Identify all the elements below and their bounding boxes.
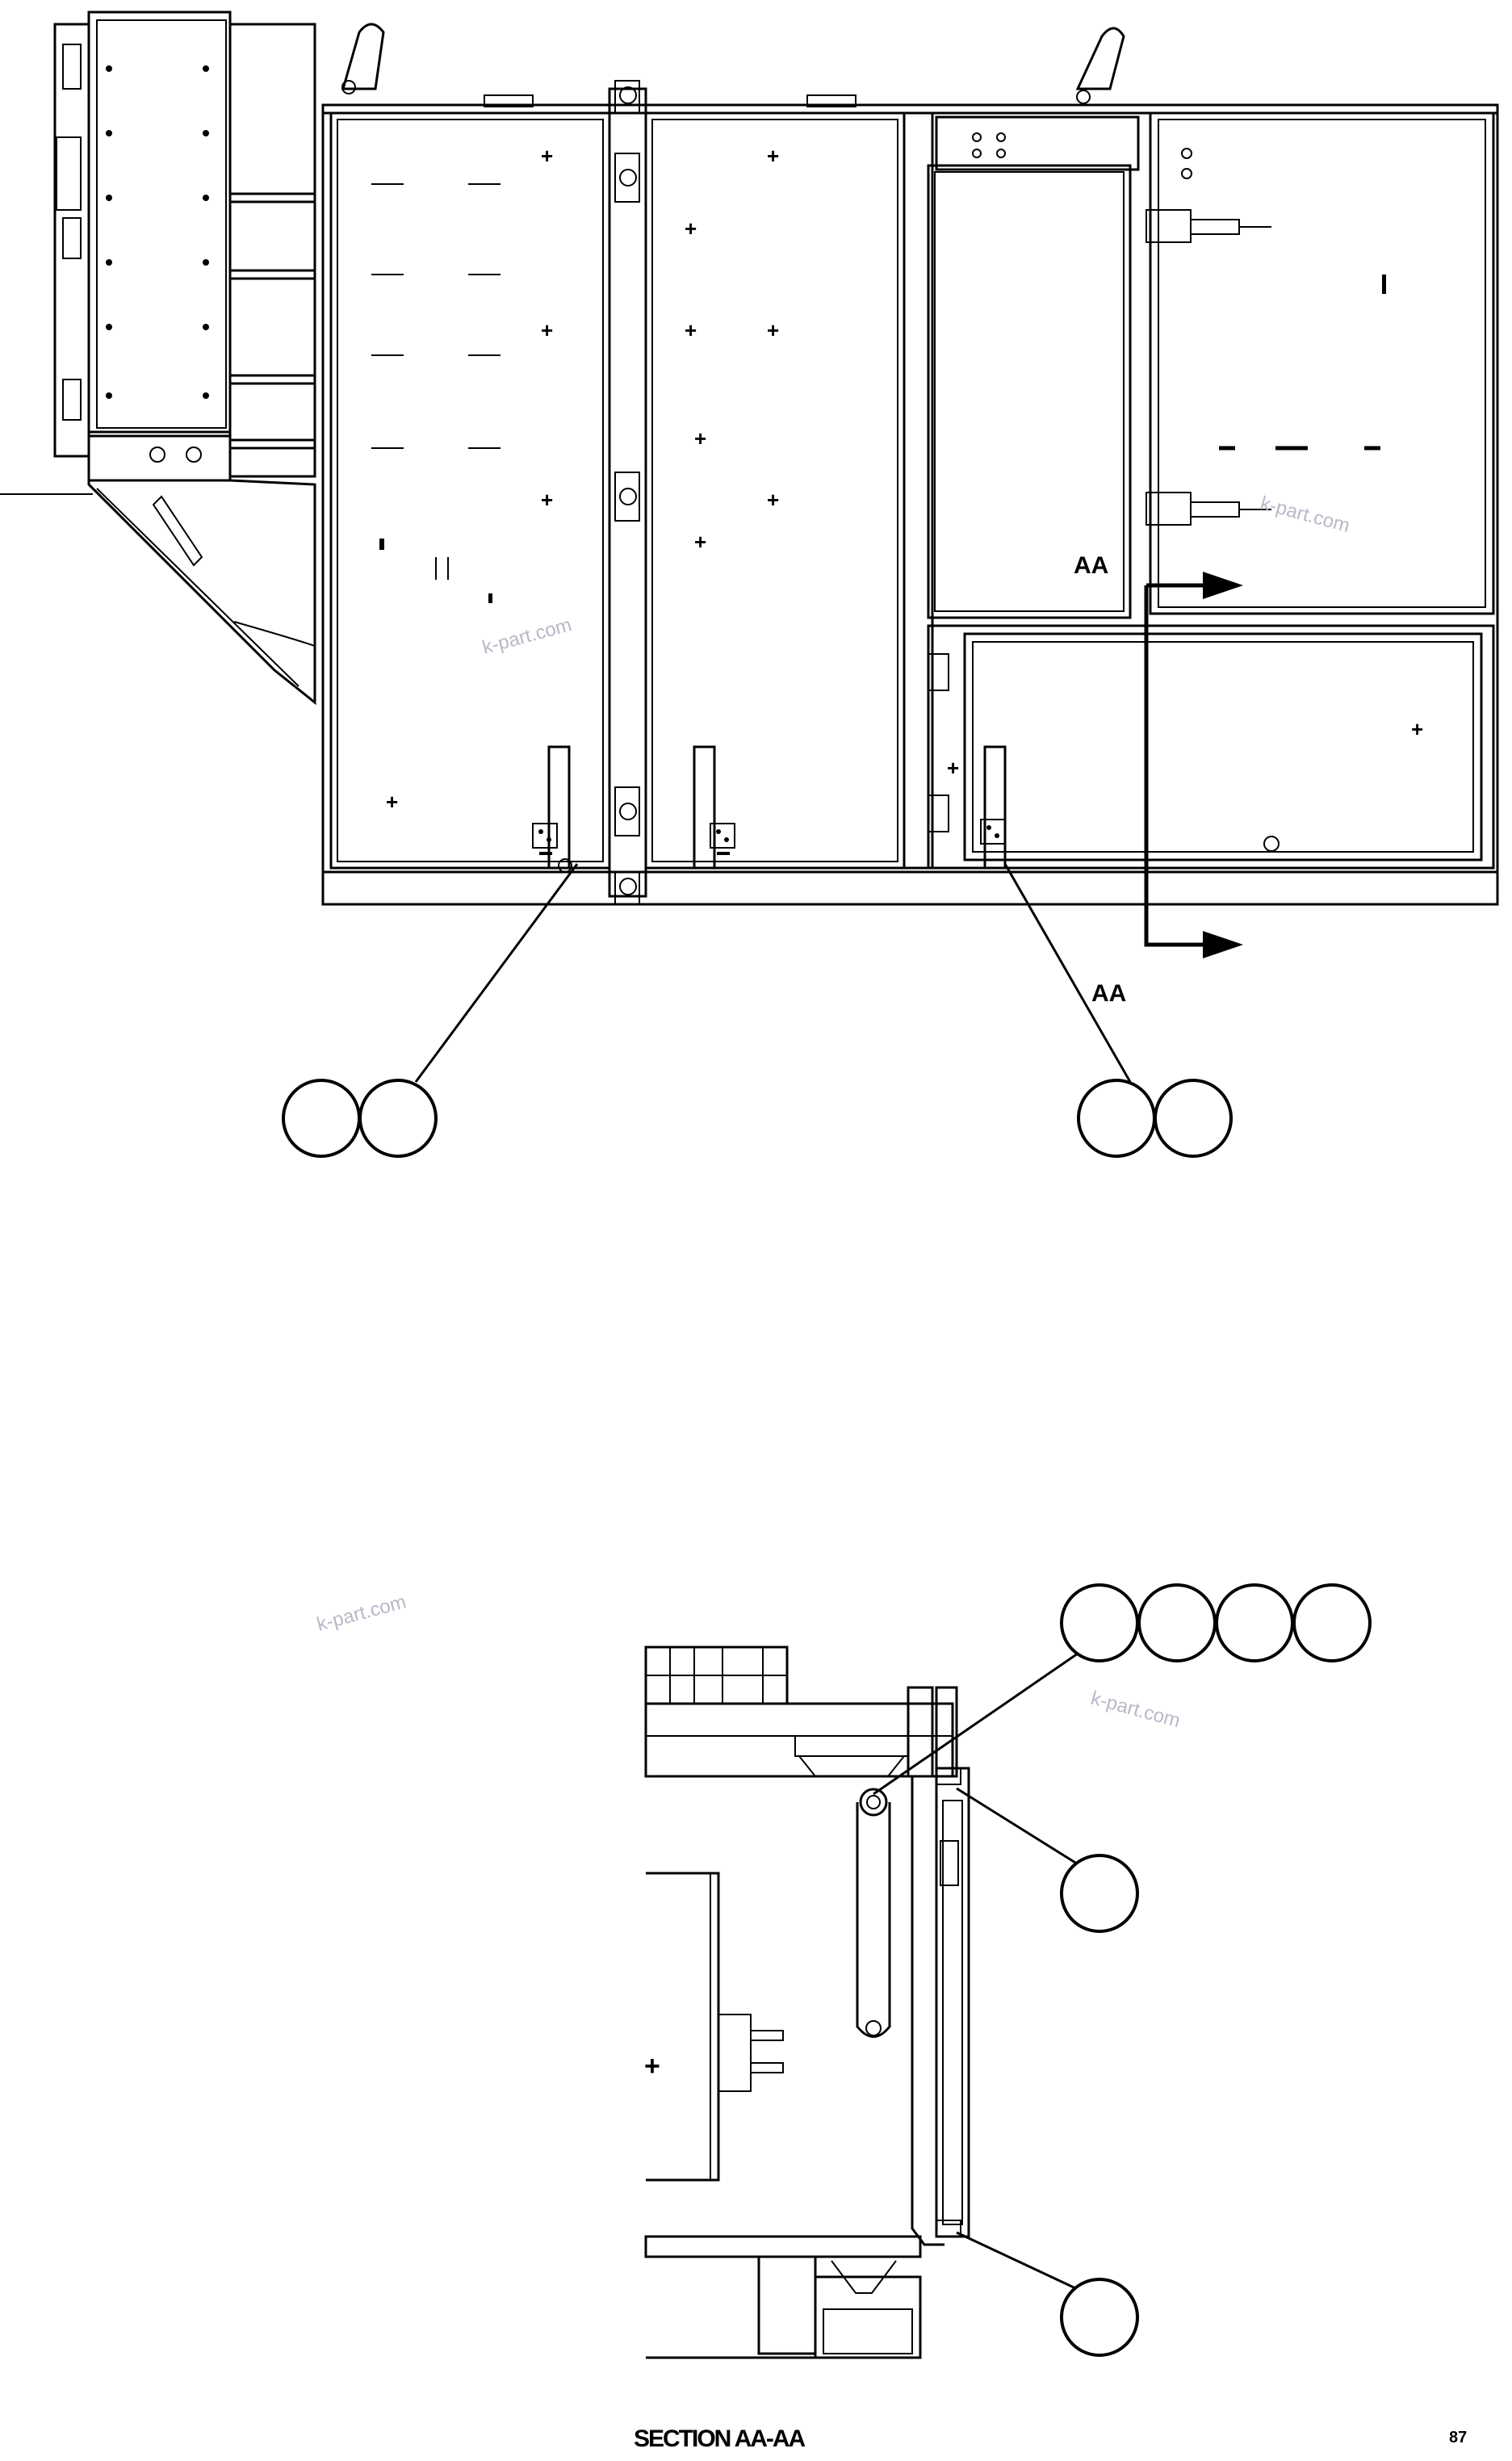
- svg-text:+: +: [767, 144, 779, 168]
- section-marker-bottom: AA: [1091, 980, 1126, 1007]
- callout-balloon: [1215, 1583, 1294, 1662]
- section-title: SECTION AA-AA: [634, 2425, 806, 2452]
- top-view: + + + +: [0, 10, 1499, 1158]
- right-compartments: AA + +: [903, 111, 1495, 870]
- callout-balloon: [1060, 1583, 1139, 1662]
- svg-text:+: +: [541, 144, 553, 168]
- svg-text:+: +: [947, 756, 959, 780]
- section-cut-line: AA: [1091, 572, 1243, 1007]
- callout-balloon: [1077, 1079, 1156, 1158]
- svg-text:+: +: [767, 318, 779, 342]
- door-middle: + + + + + + +: [644, 111, 906, 870]
- callout-balloon: [282, 1079, 361, 1158]
- svg-text:+: +: [685, 216, 697, 241]
- svg-text:+: +: [541, 488, 553, 512]
- callouts-top: [282, 863, 1233, 1158]
- svg-text:+: +: [1411, 717, 1423, 741]
- watermark-1: k-part.com: [480, 614, 574, 658]
- callout-balloon: [358, 1079, 438, 1158]
- callout-balloon: [1060, 1854, 1139, 1933]
- svg-text:+: +: [386, 790, 398, 814]
- callout-balloon: [1060, 2278, 1139, 2357]
- sheet-number: 87: [1449, 2429, 1467, 2446]
- section-view: k-part.com k-part.com +: [315, 1583, 1467, 2452]
- svg-text:+: +: [685, 318, 697, 342]
- left-side-panel: [0, 10, 316, 706]
- lifting-eyes: [341, 23, 1125, 104]
- watermark-3: k-part.com: [315, 1591, 408, 1635]
- svg-text:+: +: [694, 530, 706, 554]
- center-pillar: [608, 80, 647, 905]
- main-frame: [321, 94, 1499, 906]
- watermark-4: k-part.com: [1088, 1687, 1182, 1732]
- svg-text:+: +: [767, 488, 779, 512]
- svg-text:+: +: [541, 318, 553, 342]
- svg-text:+: +: [694, 426, 706, 451]
- svg-text:+: +: [644, 2051, 660, 2082]
- callout-balloon: [1292, 1583, 1372, 1662]
- callout-balloon: [1154, 1079, 1233, 1158]
- svg-text:AA: AA: [1074, 552, 1108, 579]
- watermark-2: k-part.com: [1258, 493, 1351, 537]
- door-left: + + + +: [329, 111, 611, 873]
- callout-balloon: [1137, 1583, 1217, 1662]
